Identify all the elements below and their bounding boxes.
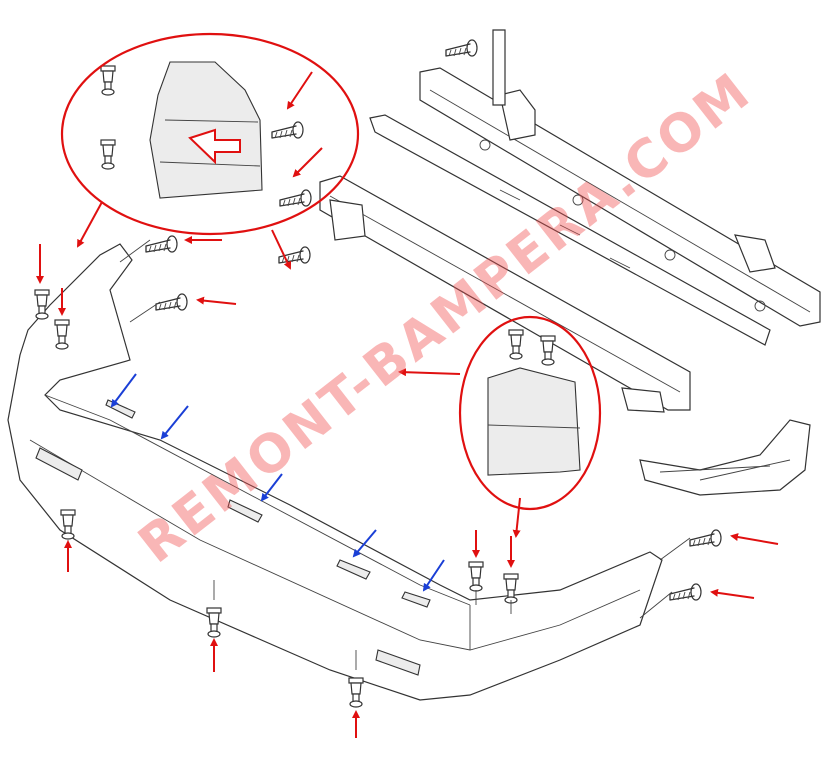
red-arrow-icon <box>292 147 323 178</box>
push-clip <box>348 677 364 708</box>
red-arrow-icon <box>512 497 521 538</box>
push-clip <box>508 329 524 360</box>
red-arrow-icon <box>730 533 779 545</box>
red-arrow-icon <box>710 588 755 599</box>
push-clip <box>206 607 222 638</box>
screw <box>271 121 304 139</box>
red-arrow-icon <box>271 229 292 270</box>
blue-arrow-icon <box>110 373 137 408</box>
blue-clip-pointers <box>110 373 445 592</box>
push-clip <box>503 573 519 604</box>
blue-arrow-icon <box>260 473 283 502</box>
screw <box>279 189 312 207</box>
screw <box>445 39 478 57</box>
corner-guide-pad <box>487 367 581 476</box>
red-arrow-icon <box>398 368 461 377</box>
screw <box>155 293 188 311</box>
red-fastener-pointers <box>36 71 779 738</box>
red-arrow-icon <box>77 201 103 248</box>
screw <box>145 235 178 253</box>
push-clip <box>468 561 484 592</box>
screw <box>689 529 722 547</box>
impact-absorber <box>319 114 771 413</box>
blue-arrow-icon <box>352 529 377 558</box>
blue-arrow-icon <box>422 559 445 592</box>
push-clip <box>100 139 116 170</box>
red-arrow-icon <box>286 71 313 110</box>
side-bracket <box>639 419 811 496</box>
corner-guide-inset-circle <box>458 315 602 511</box>
tail-light <box>149 61 263 199</box>
red-arrow-icon <box>196 296 237 305</box>
push-clip <box>540 335 556 366</box>
push-clip <box>100 65 116 96</box>
reinforcement-beam <box>419 29 821 327</box>
screw <box>669 583 702 601</box>
push-clip <box>34 289 50 320</box>
blue-arrow-icon <box>160 405 189 440</box>
tail-light-inset-circle <box>60 32 360 236</box>
rear-bumper-cover <box>7 243 663 701</box>
